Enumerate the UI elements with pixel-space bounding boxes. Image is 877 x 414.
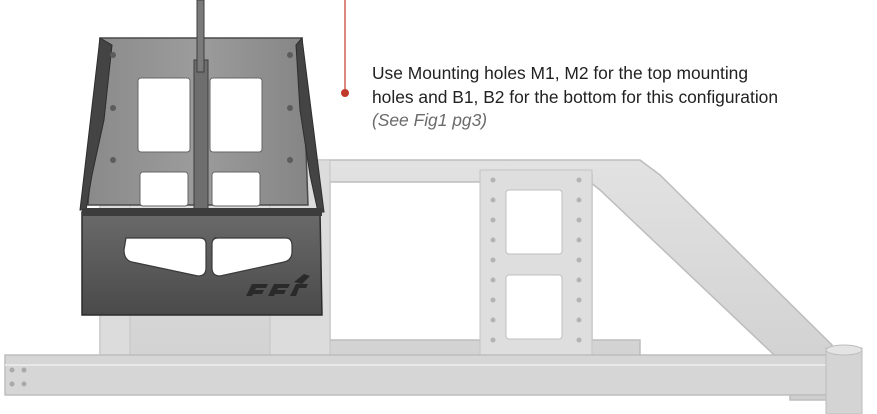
- frame-mounting-holes: [490, 177, 582, 343]
- tube-end-holes: [9, 367, 27, 387]
- instruction-line-2: holes and B1, B2 for the bottom for this…: [372, 86, 779, 107]
- instruction-line-1: Use Mounting holes M1, M2 for the top mo…: [372, 63, 749, 83]
- frame-cutout-lower: [505, 274, 563, 340]
- callout-dot: [341, 89, 349, 97]
- box-support-rod: [196, 0, 205, 73]
- figure-reference: (See Fig1 pg3): [372, 110, 488, 130]
- frame-bottom-tube: [4, 354, 836, 396]
- box-center-divider: [193, 59, 209, 211]
- frame-right-post: [825, 347, 863, 414]
- mounting-instruction: Use Mounting holes M1, M2 for the top mo…: [372, 62, 842, 133]
- box-side-left: [79, 37, 113, 211]
- box-side-right: [295, 36, 325, 213]
- fab-fours-logo: [246, 274, 310, 296]
- front-cutout-left: [123, 237, 207, 277]
- storage-box: [79, 0, 325, 316]
- frame-cutout-upper: [505, 189, 563, 255]
- front-cutout-right: [211, 237, 293, 277]
